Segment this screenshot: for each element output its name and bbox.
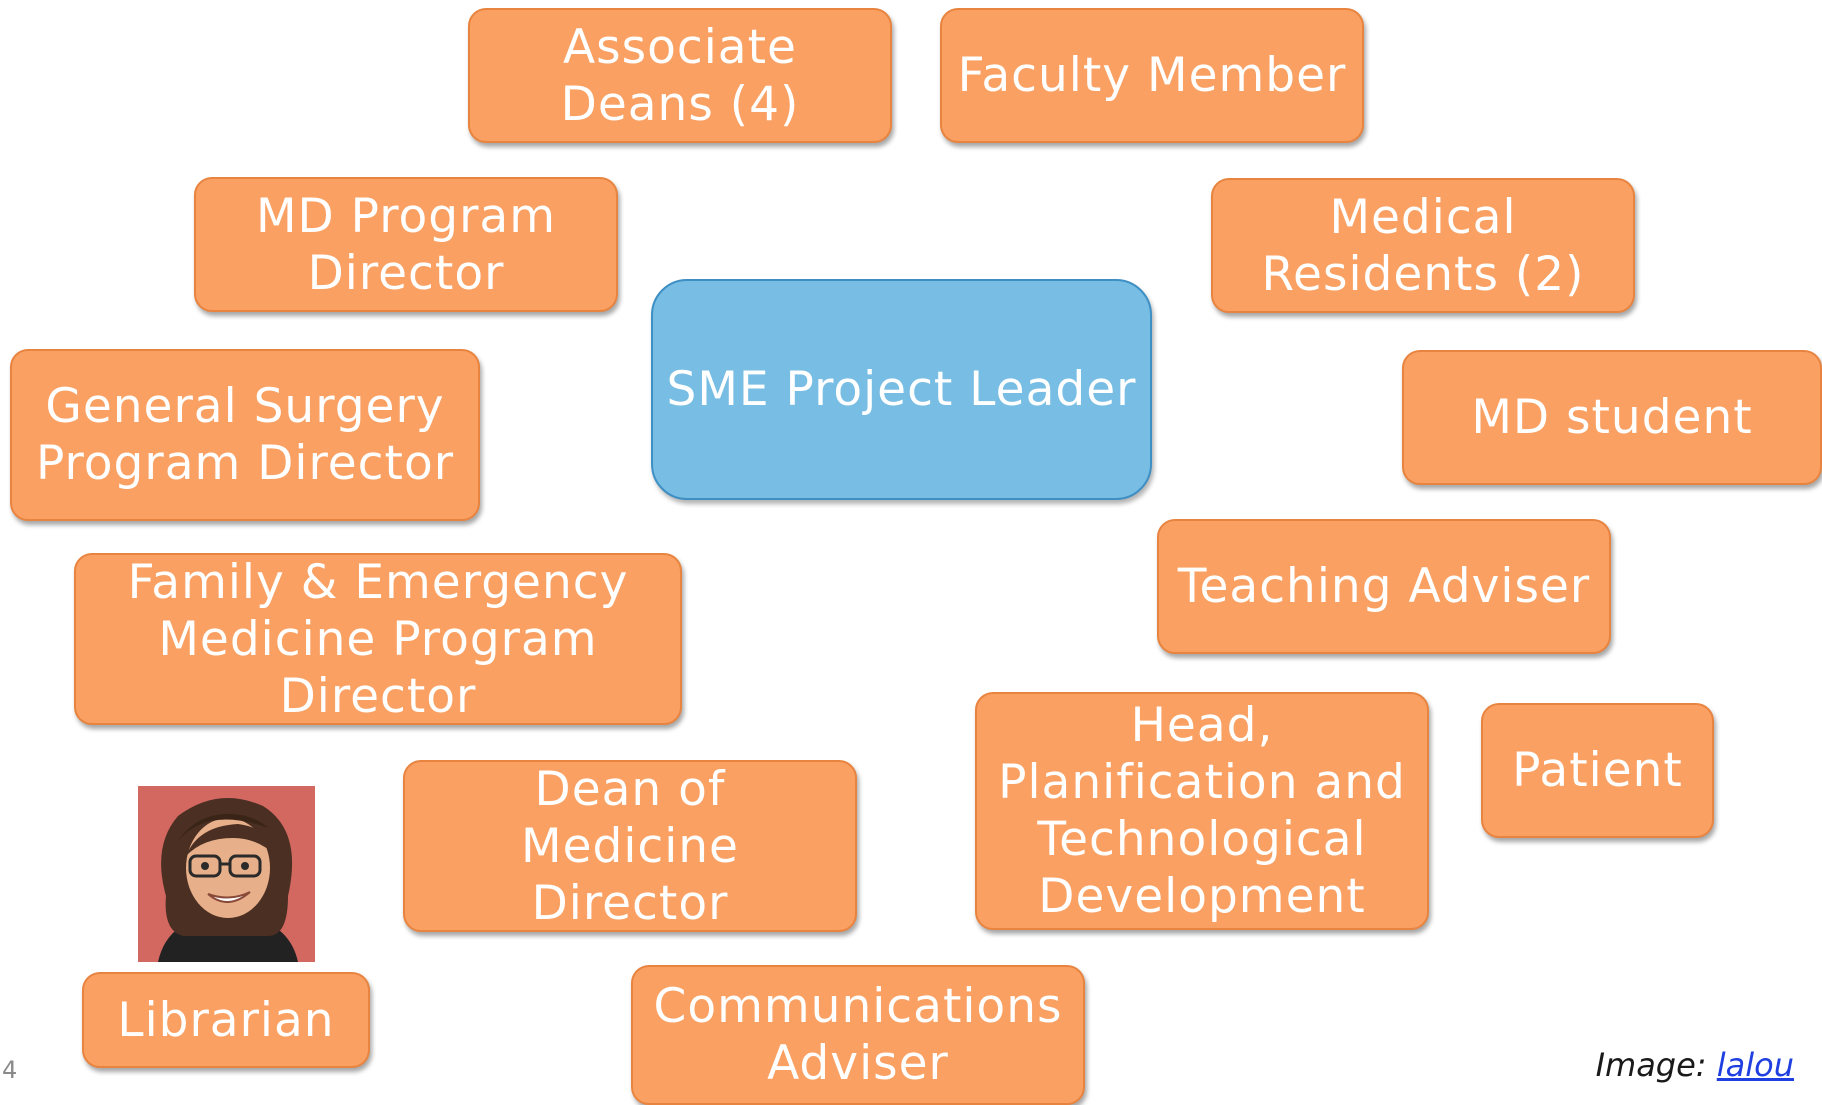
node-medical-residents: Medical Residents (2) (1211, 178, 1635, 313)
node-head-planification: Head, Planification and Technological De… (975, 692, 1429, 930)
image-credit-prefix: Image: (1595, 1046, 1717, 1084)
node-md-student: MD student (1402, 350, 1822, 485)
portrait-illustration-icon (138, 786, 315, 962)
image-credit-link[interactable]: lalou (1716, 1046, 1794, 1084)
node-communications-adviser: Communications Adviser (631, 965, 1085, 1105)
node-dean-of-medicine: Dean of Medicine Director (403, 760, 857, 932)
librarian-portrait (138, 786, 315, 962)
node-associate-deans: Associate Deans (4) (468, 8, 892, 143)
node-md-program-director: MD Program Director (194, 177, 618, 312)
node-sme-project-leader: SME Project Leader (651, 279, 1152, 500)
node-librarian: Librarian (82, 972, 370, 1068)
node-patient: Patient (1481, 703, 1714, 838)
node-teaching-adviser: Teaching Adviser (1157, 519, 1611, 654)
node-general-surgery-program-director: General Surgery Program Director (10, 349, 480, 521)
slide-number: 4 (2, 1056, 18, 1084)
node-family-emergency-program-director: Family & Emergency Medicine Program Dire… (74, 553, 682, 725)
image-credit: Image: lalou (1596, 1046, 1794, 1084)
node-faculty-member: Faculty Member (940, 8, 1364, 143)
